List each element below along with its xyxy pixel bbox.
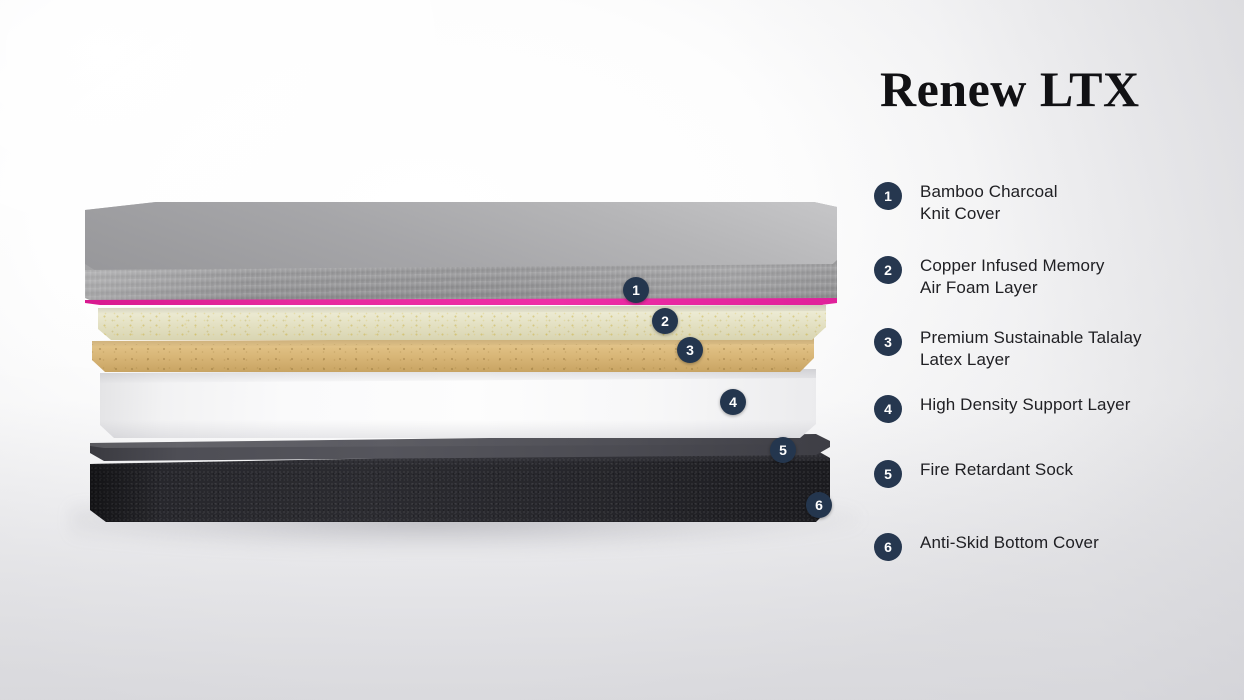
diagram-pin-1-label: 1 <box>632 282 640 298</box>
legend-badge-4-number: 4 <box>884 401 892 417</box>
legend-item-2[interactable]: 2 Copper Infused Memory Air Foam Layer <box>874 255 1242 299</box>
diagram-pin-6-label: 6 <box>815 497 823 513</box>
mattress-layer-1-side-band <box>85 264 837 305</box>
legend-item-6[interactable]: 6 Anti-Skid Bottom Cover <box>874 532 1242 561</box>
legend-badge-2: 2 <box>874 256 902 284</box>
mattress-layer-1-band-highlight <box>85 264 837 305</box>
diagram-pin-2[interactable]: 2 <box>652 308 678 334</box>
product-title: Renew LTX <box>880 61 1140 117</box>
legend-label-4: High Density Support Layer <box>920 395 1131 414</box>
legend-item-1[interactable]: 1 Bamboo Charcoal Knit Cover <box>874 181 1242 225</box>
mattress-layer-2-memory-air-foam[interactable] <box>98 305 826 340</box>
legend-badge-2-number: 2 <box>884 262 892 278</box>
diagram-pin-3-label: 3 <box>686 342 694 358</box>
legend-label-3: Premium Sustainable Talalay Latex Layer <box>920 328 1142 369</box>
legend-item-4[interactable]: 4 High Density Support Layer <box>874 394 1242 423</box>
mattress-layer-3-top-shade <box>92 338 814 347</box>
legend-badge-5: 5 <box>874 460 902 488</box>
mattress-layer-2-top-shade <box>98 305 826 314</box>
diagram-pin-5[interactable]: 5 <box>770 437 796 463</box>
legend-label-5: Fire Retardant Sock <box>920 460 1074 479</box>
mattress-layer-2-speckle <box>98 312 826 340</box>
mattress-layer-3-speckle <box>92 344 814 372</box>
legend-badge-1: 1 <box>874 182 902 210</box>
diagram-pin-1[interactable]: 1 <box>623 277 649 303</box>
legend-label-1: Bamboo Charcoal Knit Cover <box>920 182 1058 223</box>
mattress-layer-1-magenta-piping <box>85 298 837 305</box>
mattress-layer-4-bottom-shade <box>100 420 816 438</box>
diagram-pin-5-label: 5 <box>779 442 787 458</box>
legend-item-5[interactable]: 5 Fire Retardant Sock <box>874 459 1242 488</box>
diagram-pin-2-label: 2 <box>661 313 669 329</box>
legend-badge-6: 6 <box>874 533 902 561</box>
info-panel: Renew LTX 1 Bamboo Charcoal Knit Cover 2… <box>862 0 1244 700</box>
legend-badge-6-number: 6 <box>884 539 892 555</box>
mattress-layer-6-left-shade <box>90 462 160 522</box>
diagram-pin-4[interactable]: 4 <box>720 389 746 415</box>
legend-item-3[interactable]: 3 Premium Sustainable Talalay Latex Laye… <box>874 327 1242 371</box>
mattress-illustration: 1 2 3 4 5 6 <box>70 202 860 551</box>
diagram-pin-6[interactable]: 6 <box>806 492 832 518</box>
legend-badge-3-number: 3 <box>884 334 892 350</box>
diagram-pin-4-label: 4 <box>729 394 737 410</box>
legend-badge-1-number: 1 <box>884 188 892 204</box>
legend-badge-3: 3 <box>874 328 902 356</box>
diagram-pin-3[interactable]: 3 <box>677 337 703 363</box>
legend-badge-4: 4 <box>874 395 902 423</box>
mattress-layer-1-top-surface <box>85 202 837 274</box>
legend-label-2: Copper Infused Memory Air Foam Layer <box>920 256 1105 297</box>
mattress-layer-4-high-density-support[interactable] <box>100 369 816 438</box>
legend-label-6: Anti-Skid Bottom Cover <box>920 533 1099 552</box>
legend-badge-5-number: 5 <box>884 466 892 482</box>
